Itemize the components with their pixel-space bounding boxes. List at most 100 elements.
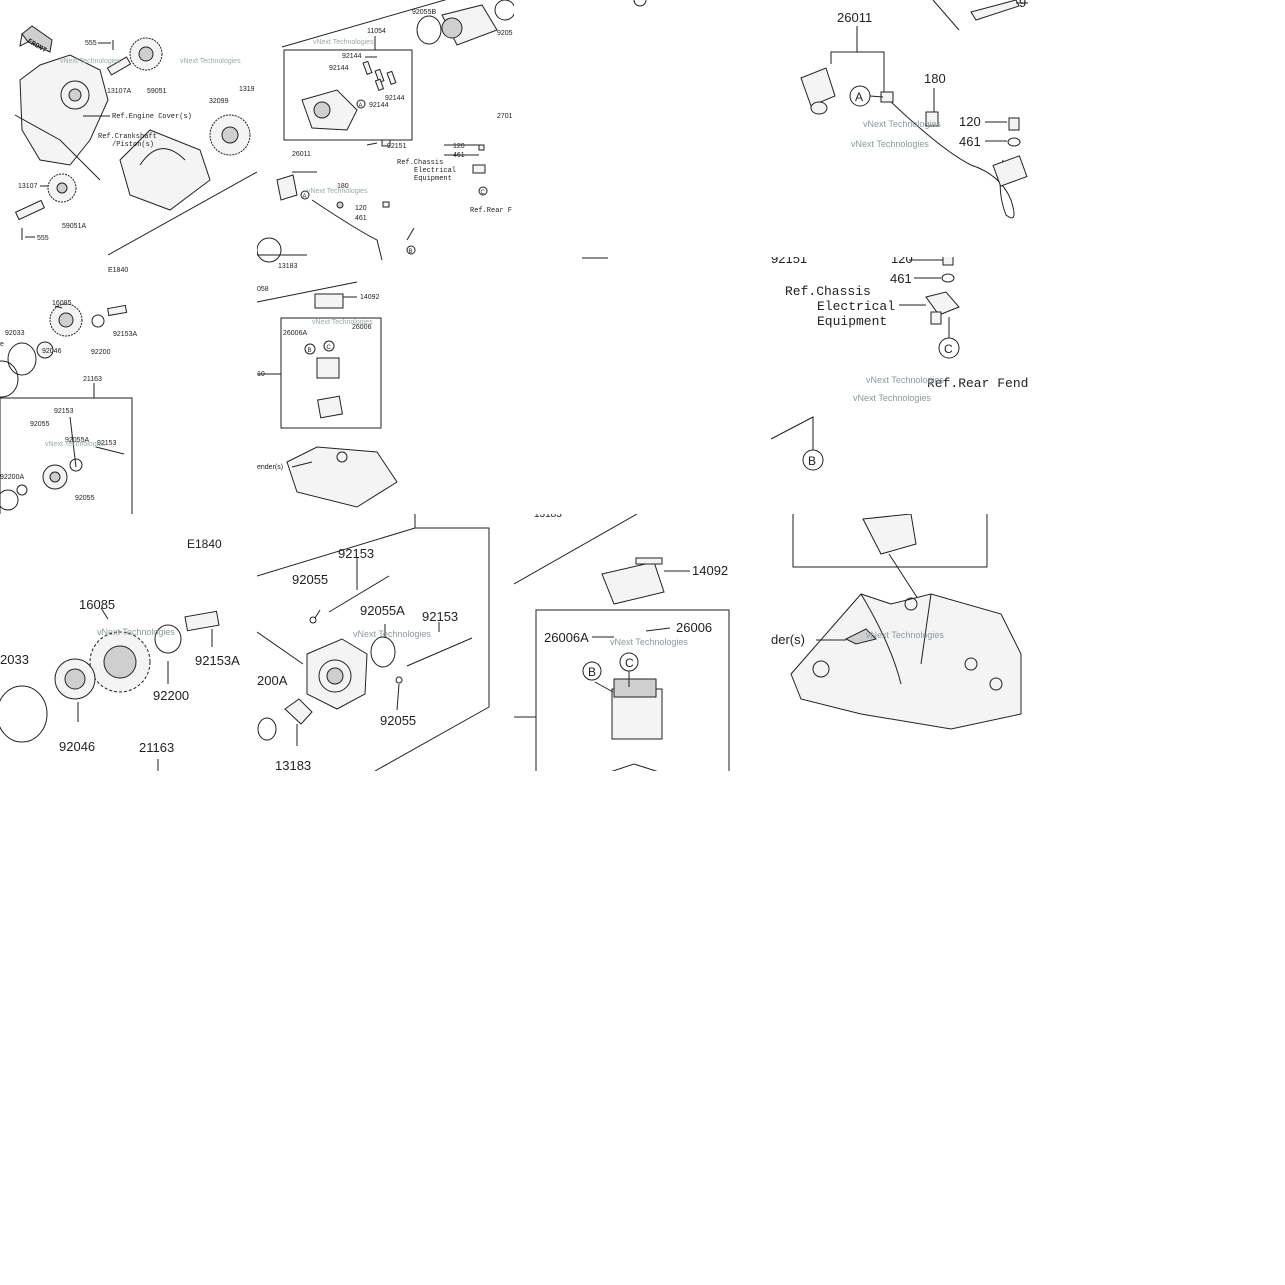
label-92046: 92046	[42, 348, 62, 355]
ref-electrical: Electrical	[414, 167, 456, 175]
label-21163: 21163	[83, 376, 102, 383]
motor-box	[0, 397, 133, 514]
ref-electrical: Electrical	[817, 299, 895, 314]
watermark: vNext Technologies	[866, 375, 944, 385]
label-1319: 1319	[239, 86, 255, 93]
label-92200a: 92200A	[0, 474, 24, 481]
label-59051a: 59051A	[62, 223, 86, 230]
label-058: 058	[257, 286, 269, 293]
ref-equipment: Equipment	[414, 175, 452, 183]
harness-large-drawing: A 9 26011 180 120 461 vNext Technologies…	[800, 0, 1028, 219]
label-180: 180	[924, 71, 946, 86]
washer-92200	[154, 624, 182, 654]
oring-92055a	[370, 636, 396, 668]
diagram-code: E1840	[187, 537, 222, 551]
label-92153a: 92153A	[195, 653, 240, 668]
label-92153b: 92153	[422, 609, 458, 624]
label-11054: 11054	[367, 28, 386, 35]
fender-bracket	[286, 446, 398, 508]
label-461-b: 461	[355, 215, 367, 222]
crankshaft-shape	[119, 129, 211, 211]
crankcase-cover-shape	[19, 54, 109, 166]
relay-box	[280, 317, 382, 429]
marker-b: B	[409, 249, 413, 255]
marker-a-2: A	[303, 194, 307, 200]
marker-a: A	[359, 103, 363, 109]
connector-26011	[800, 67, 836, 107]
watermark: vNext Technologies	[313, 39, 374, 46]
label-120: 120	[891, 257, 913, 266]
ref-chassis: Ref.Chassis	[785, 284, 871, 299]
label-26006a: 26006A	[544, 630, 589, 645]
watermark: vNext Technologies	[353, 629, 431, 639]
label-120: 120	[959, 114, 981, 129]
label-555b: 555	[37, 235, 49, 242]
label-13107: 13107	[18, 183, 38, 190]
label-200a: 200A	[257, 673, 288, 688]
label-59051: 59051	[147, 88, 167, 95]
tile-relay-large: B C 14092 26006A 26006 13183 vNext Techn…	[514, 514, 771, 771]
marker-b: B	[308, 348, 312, 354]
label-92055b: 92055B	[412, 9, 436, 16]
label-461: 461	[959, 134, 981, 149]
label-13107a: 13107A	[107, 88, 131, 95]
watermark: vNext Technologies	[45, 441, 106, 448]
ref-chassis: Ref.Chassis	[397, 159, 443, 167]
tile-chassis-large: C B 92151 120 461 Ref.Chassis Electrical…	[771, 257, 1028, 514]
ref-rear-fender: Ref.Rear F	[470, 207, 512, 215]
marker-b: B	[808, 454, 816, 468]
brush-box	[283, 49, 413, 141]
ref-crankshaft: Ref.Crankshaft	[98, 133, 157, 141]
watermark: vNext Technologies	[863, 119, 941, 129]
shaft-13107a	[106, 56, 132, 76]
label-26011: 26011	[837, 10, 872, 25]
watermark: vNext Technologies	[851, 139, 929, 149]
rear-fender-bracket	[790, 593, 1022, 730]
marker-c: C	[944, 342, 953, 356]
label-16085: 16085	[52, 300, 72, 307]
label-92033: 92033	[5, 330, 25, 337]
shaft-13107	[14, 199, 46, 221]
label-92055b: 92055	[380, 713, 416, 728]
label-92144a: 92144	[342, 53, 362, 60]
label-21163: 21163	[139, 740, 174, 755]
wire-harness	[885, 96, 1015, 219]
label-13183: 13183	[275, 758, 311, 771]
watermark: vNext Technologies	[180, 58, 241, 65]
tile-starter: A A C B 11054 92055B 9205 92144 92144 92…	[257, 0, 514, 272]
diagram-code-below: E1840	[108, 267, 129, 274]
label-555a: 555	[85, 40, 97, 47]
label-10: 10	[257, 371, 265, 378]
label-92055aa: 92055A	[360, 603, 405, 618]
watermark: vNext Technologies	[312, 319, 373, 326]
label-120: 120	[453, 143, 465, 150]
tile-motor-large: 92153 92055 92055A 92153 200A 92055 1318…	[257, 514, 514, 771]
ref-rear-fender: Ref.Rear Fend	[927, 376, 1028, 391]
ref-equipment: Equipment	[817, 314, 887, 329]
oring-92055b	[416, 15, 442, 45]
relay-cover-14092	[601, 561, 665, 605]
stray-circle	[633, 0, 647, 7]
label-26006a: 26006A	[283, 330, 307, 337]
label-92153: 92153	[54, 408, 74, 415]
label-13183: 13183	[278, 263, 298, 270]
label-2701: 2701	[497, 113, 513, 120]
gear-small-drawing: 16085 92033 e 92153A 92200 92046 21163 9…	[0, 300, 137, 514]
motor-large-drawing: 92153 92055 92055A 92153 200A 92055 1318…	[257, 514, 490, 771]
watermark: vNext Technologies	[866, 630, 944, 640]
watermark: vNext Technologies	[97, 627, 175, 637]
crankcase-drawing: FRONT	[14, 25, 257, 256]
fender-large-drawing: der(s) vNext Technologies	[771, 514, 1022, 730]
marker-a: A	[855, 90, 863, 104]
relay-box	[535, 609, 730, 771]
bolt-92153a	[184, 610, 220, 632]
bolt-9	[970, 0, 1020, 21]
label-16085: 16085	[79, 597, 115, 612]
label-92055a: 92055	[292, 572, 328, 587]
tile-crankcase: FRONT	[0, 0, 257, 257]
label-92144d: 92144	[369, 102, 389, 109]
label-92151: 92151	[771, 257, 807, 266]
connector-26011	[276, 174, 298, 201]
relay-bottom	[862, 514, 917, 555]
label-9: 9	[1019, 0, 1026, 10]
